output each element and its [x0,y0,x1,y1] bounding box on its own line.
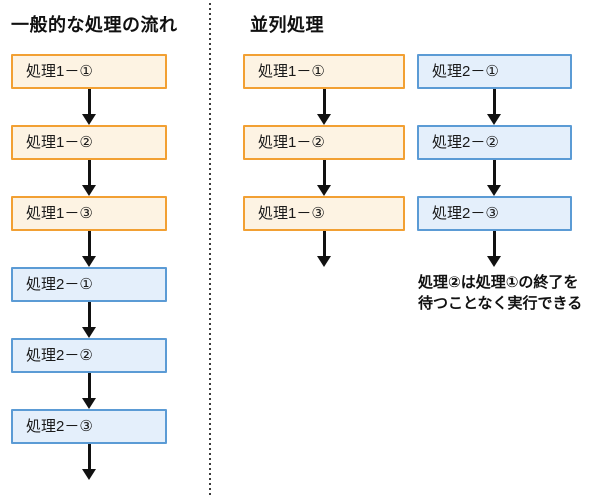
arrow-down-icon [81,444,97,480]
parallel-note-line1: 処理②は処理①の終了を [418,274,579,291]
left-box-p2-2: 処理2－② [11,338,167,373]
left-section-title: 一般的な処理の流れ [11,15,178,35]
arrow-down-icon [81,373,97,409]
section-divider [209,3,211,495]
right-p1-box-2: 処理1－② [243,125,405,160]
arrow-down-icon [486,160,502,196]
right-p1-box-3: 処理1－③ [243,196,405,231]
left-box-p1-3: 処理1－③ [11,196,167,231]
parallel-note-line2: 待つことなく実行できる [418,295,583,312]
right-p2-box-2: 処理2－② [417,125,572,160]
arrow-down-icon [316,89,332,125]
left-box-p2-1: 処理2－① [11,267,167,302]
left-box-p1-1: 処理1－① [11,54,167,89]
arrow-down-icon [486,231,502,267]
left-box-p1-2: 処理1－② [11,125,167,160]
right-p2-box-3: 処理2－③ [417,196,572,231]
left-box-p2-3: 処理2－③ [11,409,167,444]
arrow-down-icon [81,231,97,267]
arrow-down-icon [316,160,332,196]
arrow-down-icon [81,302,97,338]
arrow-down-icon [486,89,502,125]
arrow-down-icon [81,160,97,196]
right-p1-box-1: 処理1－① [243,54,405,89]
parallel-note: 処理②は処理①の終了を 待つことなく実行できる [418,272,582,314]
arrow-down-icon [316,231,332,267]
right-section-title: 並列処理 [250,15,324,35]
arrow-down-icon [81,89,97,125]
right-p2-box-1: 処理2－① [417,54,572,89]
